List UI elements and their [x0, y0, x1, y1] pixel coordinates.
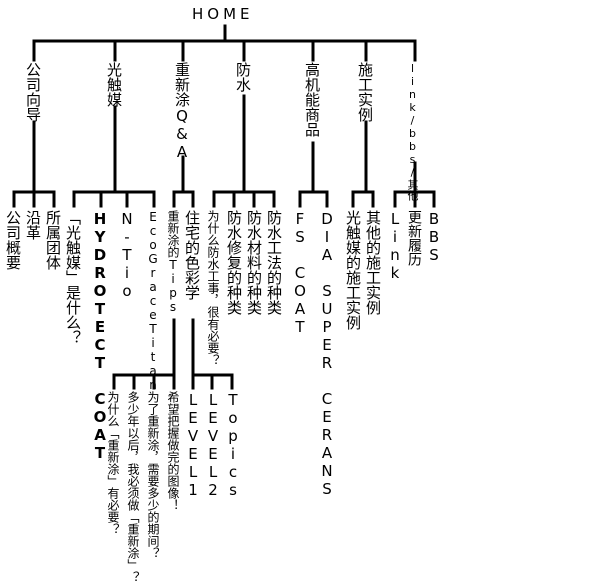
item-n-tio[interactable]: N-Tio: [118, 210, 136, 300]
item-finished-image[interactable]: 希望把握做完的图像！: [166, 391, 180, 511]
item-history[interactable]: 沿革: [24, 210, 42, 240]
item-what-is-photocatalyst[interactable]: 「光触媒」是什么？: [64, 210, 82, 345]
item-why-waterproofing[interactable]: 为什么防水工事，很有必要？: [206, 210, 220, 366]
item-when-repaint[interactable]: 多少年以后，我必须做「重新涂」？: [126, 391, 140, 583]
item-update-history[interactable]: 更新履历: [406, 210, 422, 266]
item-other-examples[interactable]: 其他的施工实例: [364, 210, 382, 315]
item-bbs[interactable]: BBS: [425, 210, 443, 264]
item-why-repaint[interactable]: 为什么「重新涂」有必要？: [106, 391, 120, 535]
category-company-guide[interactable]: 公司向导: [24, 62, 42, 122]
item-level2[interactable]: LEVEL2: [204, 391, 222, 499]
item-repaint-duration[interactable]: 为了重新涂，需要多少的期间？: [146, 391, 160, 559]
item-topics[interactable]: Topics: [224, 391, 242, 499]
item-ecograce-titan[interactable]: EcoGraceTitan: [146, 210, 160, 392]
category-repaint-qa[interactable]: 重新涂Q&A: [173, 62, 191, 161]
category-construction-examples[interactable]: 施工实例: [356, 62, 374, 122]
item-affiliations[interactable]: 所属团体: [44, 210, 62, 270]
item-hydrotect-coat[interactable]: HYDROTECT COAT: [91, 210, 109, 462]
item-house-color-theory[interactable]: 住宅的色彩学: [183, 210, 201, 300]
sitemap-tree-lines: [12, 24, 436, 390]
category-photocatalyst[interactable]: 光触媒: [105, 62, 123, 107]
category-high-function-products[interactable]: 高机能商品: [303, 62, 321, 137]
category-waterproof[interactable]: 防水: [234, 62, 252, 92]
item-waterproof-material-types[interactable]: 防水材料的种类: [245, 210, 263, 315]
home-link[interactable]: HOME: [192, 5, 254, 23]
item-repaint-tips[interactable]: 重新涂的Tips: [166, 210, 180, 314]
item-dia-super-cerans[interactable]: DIA SUPER CERANS: [318, 210, 336, 498]
item-waterproof-repair-types[interactable]: 防水修复的种类: [225, 210, 243, 315]
item-fs-coat[interactable]: FS COAT: [291, 210, 309, 336]
item-photocatalyst-examples[interactable]: 光触媒的施工实例: [344, 210, 362, 330]
item-company-overview[interactable]: 公司概要: [4, 210, 22, 270]
category-link-bbs-other[interactable]: link/bbs/其他: [406, 62, 419, 201]
item-link[interactable]: Link: [386, 210, 404, 282]
item-waterproof-method-types[interactable]: 防水工法的种类: [265, 210, 283, 315]
item-level1[interactable]: LEVEL1: [184, 391, 202, 499]
